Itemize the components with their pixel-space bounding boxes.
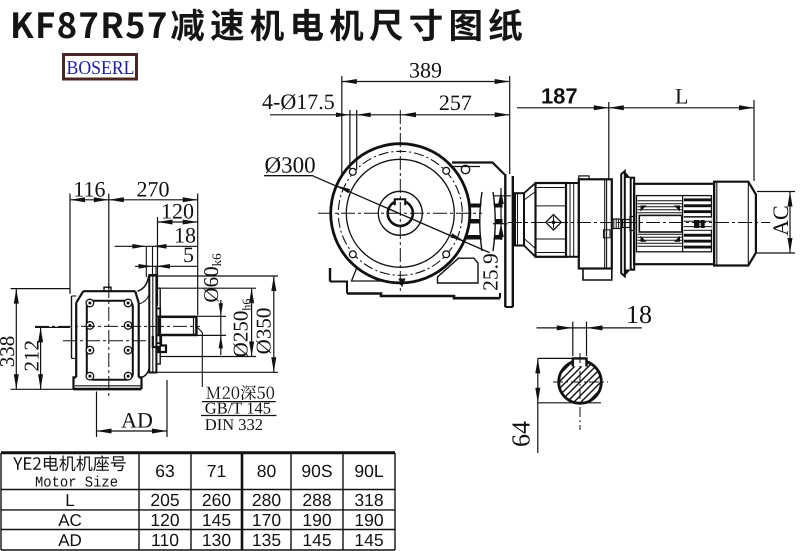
svg-text:145: 145: [354, 530, 383, 550]
svg-text:145: 145: [302, 530, 331, 550]
svg-text:71: 71: [207, 461, 226, 481]
svg-text:145: 145: [202, 510, 231, 530]
svg-text:130: 130: [202, 530, 231, 550]
svg-text:190: 190: [354, 510, 383, 530]
svg-text:Ø250h6: Ø250h6: [229, 299, 254, 358]
svg-text:288: 288: [302, 490, 331, 510]
svg-text:257: 257: [439, 90, 472, 115]
svg-text:63: 63: [155, 461, 174, 481]
svg-text:AD: AD: [58, 531, 82, 550]
svg-text:25.9: 25.9: [479, 253, 503, 291]
svg-text:AC: AC: [768, 205, 793, 236]
svg-text:64: 64: [507, 421, 536, 447]
svg-text:L: L: [65, 491, 74, 510]
svg-text:18: 18: [626, 300, 652, 329]
svg-text:GB/T 145: GB/T 145: [205, 398, 271, 417]
svg-text:Ø300: Ø300: [265, 153, 316, 178]
svg-text:187: 187: [541, 84, 578, 109]
svg-text:318: 318: [354, 490, 383, 510]
svg-text:Ø60k6: Ø60k6: [199, 253, 224, 303]
svg-text:5: 5: [183, 242, 194, 267]
svg-text:116: 116: [73, 177, 105, 202]
svg-text:280: 280: [252, 490, 281, 510]
svg-text:205: 205: [150, 490, 179, 510]
svg-text:389: 389: [409, 58, 442, 83]
svg-text:90L: 90L: [354, 461, 383, 481]
svg-text:170: 170: [252, 510, 281, 530]
svg-text:338: 338: [0, 336, 19, 368]
svg-text:DIN 332: DIN 332: [205, 415, 263, 434]
svg-text:4-Ø17.5: 4-Ø17.5: [262, 89, 335, 114]
svg-text:212: 212: [20, 340, 44, 372]
svg-text:18: 18: [174, 223, 196, 248]
svg-text:90S: 90S: [301, 461, 332, 481]
svg-text:BOSERL: BOSERL: [67, 58, 135, 79]
svg-text:190: 190: [302, 510, 331, 530]
svg-text:120: 120: [150, 510, 179, 530]
svg-text:135: 135: [252, 530, 281, 550]
svg-text:AD: AD: [121, 408, 153, 433]
svg-text:260: 260: [202, 490, 231, 510]
svg-text:L: L: [675, 84, 688, 109]
svg-text:110: 110: [151, 530, 179, 550]
svg-text:80: 80: [257, 461, 277, 481]
svg-text:AC: AC: [58, 511, 82, 530]
svg-text:270: 270: [137, 177, 170, 202]
svg-text:120: 120: [161, 199, 194, 224]
svg-text:Motor Size: Motor Size: [35, 475, 118, 492]
svg-text:Ø350: Ø350: [252, 308, 276, 355]
